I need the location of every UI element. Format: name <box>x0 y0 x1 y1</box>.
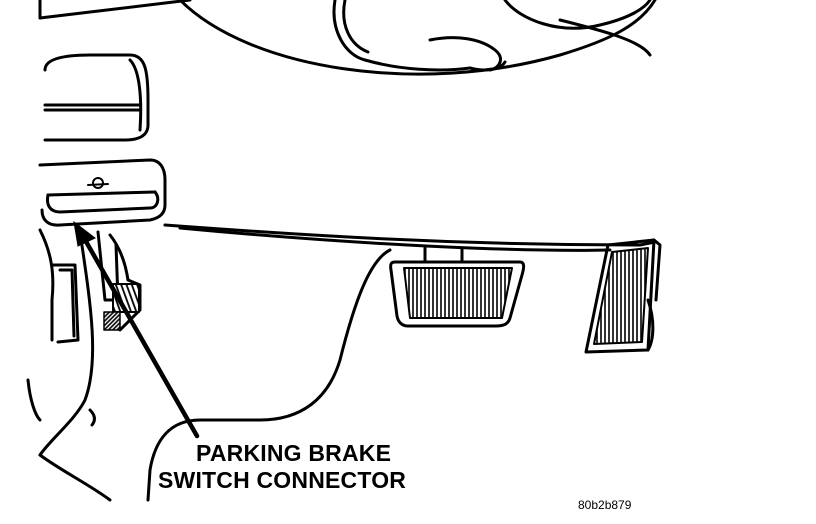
callout-label-line1: PARKING BRAKE <box>196 440 392 466</box>
floor-contour <box>146 248 392 502</box>
brake-pedal <box>389 246 526 328</box>
leader-arrow-head <box>73 220 96 247</box>
knee-bolster-edge <box>178 226 612 252</box>
brake-release-handle <box>38 158 167 227</box>
figure-id: 80b2b879 <box>578 498 632 512</box>
accelerator-pedal <box>584 238 662 354</box>
dash-pocket <box>43 53 150 142</box>
floor-line-left <box>38 453 112 502</box>
hatched-clip <box>103 311 121 331</box>
dash-lower-edge <box>163 223 657 247</box>
callout-label-line2: SWITCH CONNECTOR <box>158 467 407 493</box>
leader-arrow-line <box>81 235 200 439</box>
steering-wheel <box>38 0 657 76</box>
steering-column-trim <box>26 228 142 457</box>
